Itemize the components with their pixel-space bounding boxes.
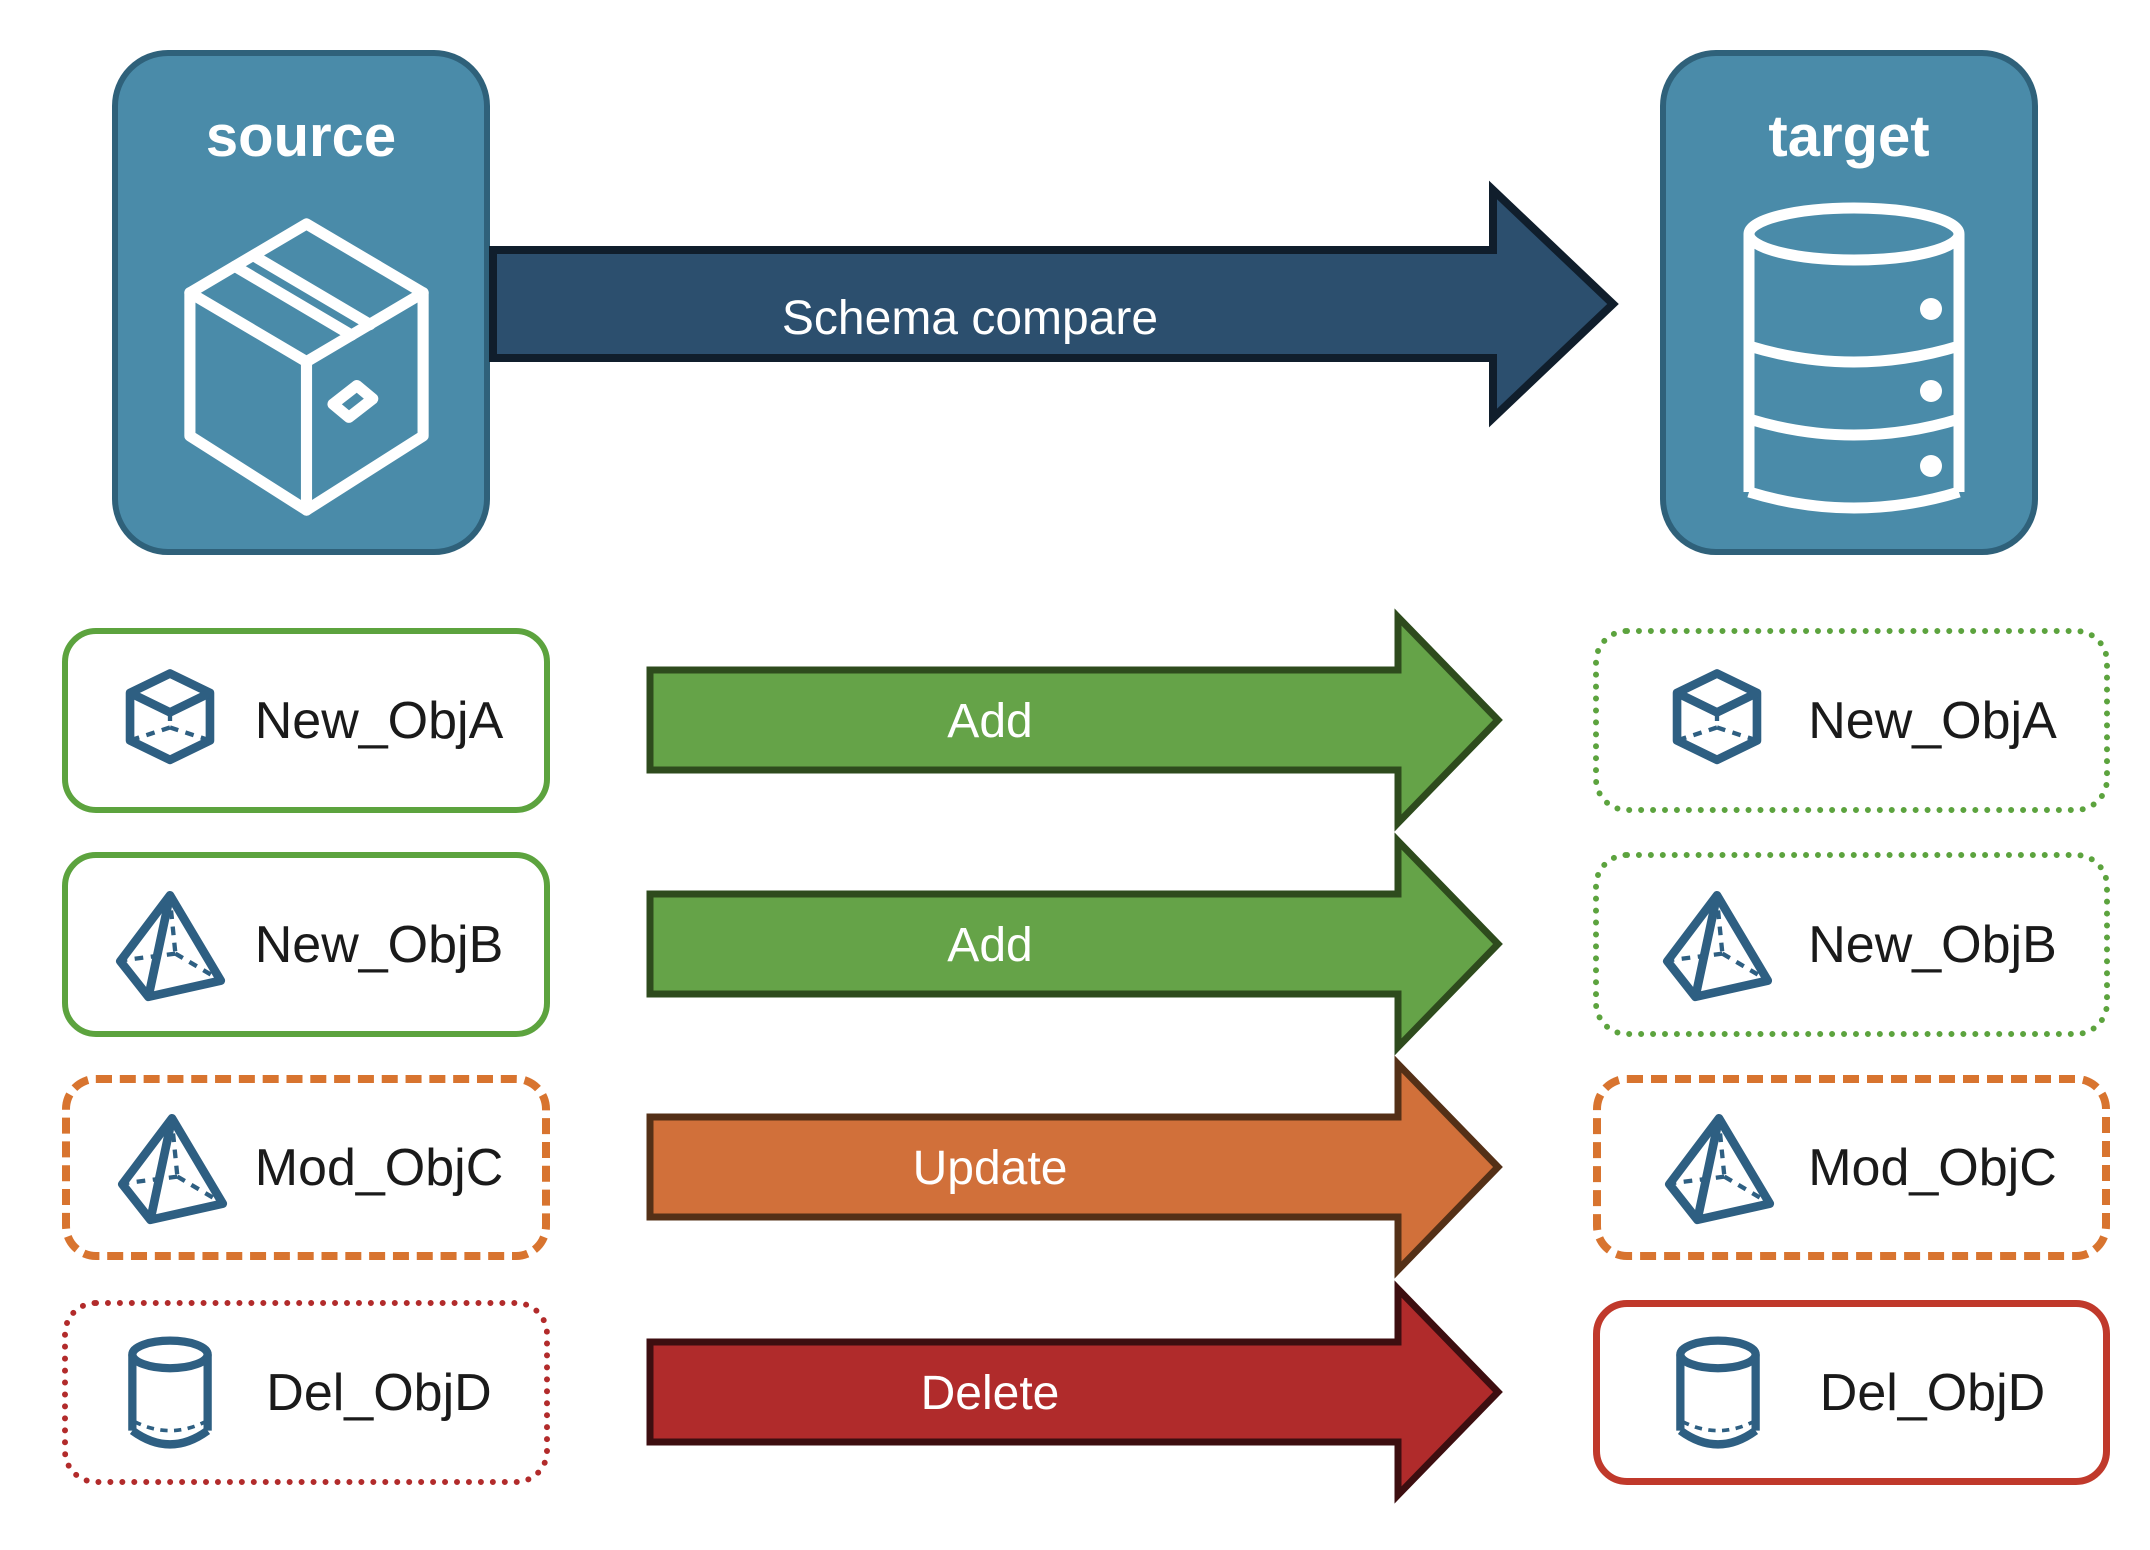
database-icon	[1738, 204, 1970, 522]
source-object-label: New_ObjA	[254, 691, 504, 750]
cylinder-icon	[1664, 1337, 1772, 1449]
add-arrow-label: Add	[947, 919, 1032, 972]
target-object-label: New_ObjB	[1808, 915, 2057, 974]
target-object-label: Del_ObjD	[1819, 1363, 2046, 1422]
source-object-new-objb: New_ObjB	[62, 852, 550, 1037]
pyramid-icon	[116, 889, 224, 1001]
source-object-label: Del_ObjD	[266, 1363, 492, 1422]
cylinder-icon	[116, 1337, 224, 1449]
cube-icon	[1663, 665, 1771, 777]
add-arrow-row-2: Add	[646, 832, 1503, 1056]
update-arrow-label: Update	[913, 1142, 1068, 1195]
pyramid-icon	[118, 1112, 226, 1224]
diff-row-new-objb: New_ObjB Add New_ObjB	[0, 832, 2150, 1056]
source-object-del-objd: Del_ObjD	[62, 1300, 550, 1485]
target-object-label: Mod_ObjC	[1808, 1138, 2057, 1197]
schema-compare-arrow-shape	[489, 180, 1619, 428]
add-arrow-shape	[646, 832, 1503, 1056]
target-object-label: New_ObjA	[1808, 691, 2057, 750]
pyramid-icon	[1663, 889, 1771, 1001]
target-object-del-objd: Del_ObjD	[1593, 1300, 2110, 1485]
target-node: target	[1660, 50, 2038, 555]
target-node-title: target	[1768, 104, 1930, 169]
update-arrow-shape	[646, 1055, 1503, 1279]
add-arrow-label: Add	[947, 695, 1032, 748]
source-object-label: Mod_ObjC	[254, 1138, 504, 1197]
source-node-title: source	[205, 104, 397, 169]
target-object-new-obja: New_ObjA	[1593, 628, 2110, 813]
source-object-label: New_ObjB	[254, 915, 504, 974]
delete-arrow-row-4: Delete	[646, 1280, 1503, 1504]
source-object-new-obja: New_ObjA	[62, 628, 550, 813]
cube-icon	[116, 665, 224, 777]
pyramid-icon	[1665, 1112, 1773, 1224]
package-icon	[174, 208, 439, 526]
source-node: source	[112, 50, 490, 555]
target-object-mod-objc: Mod_ObjC	[1593, 1075, 2110, 1260]
diff-row-mod-objc: Mod_ObjC Update Mod_ObjC	[0, 1055, 2150, 1279]
diff-row-new-obja: New_ObjA Add New_ObjA	[0, 608, 2150, 832]
delete-arrow-shape	[646, 1280, 1503, 1504]
delete-arrow-label: Delete	[921, 1367, 1060, 1420]
add-arrow-shape	[646, 608, 1503, 832]
schema-compare-arrow: Schema compare	[489, 180, 1619, 428]
update-arrow-row-3: Update	[646, 1055, 1503, 1279]
source-object-mod-objc: Mod_ObjC	[62, 1075, 550, 1260]
diff-row-del-objd: Del_ObjD Delete Del_ObjD	[0, 1280, 2150, 1504]
add-arrow-row-1: Add	[646, 608, 1503, 832]
schema-compare-arrow-label: Schema compare	[782, 292, 1158, 345]
target-object-new-objb: New_ObjB	[1593, 852, 2110, 1037]
